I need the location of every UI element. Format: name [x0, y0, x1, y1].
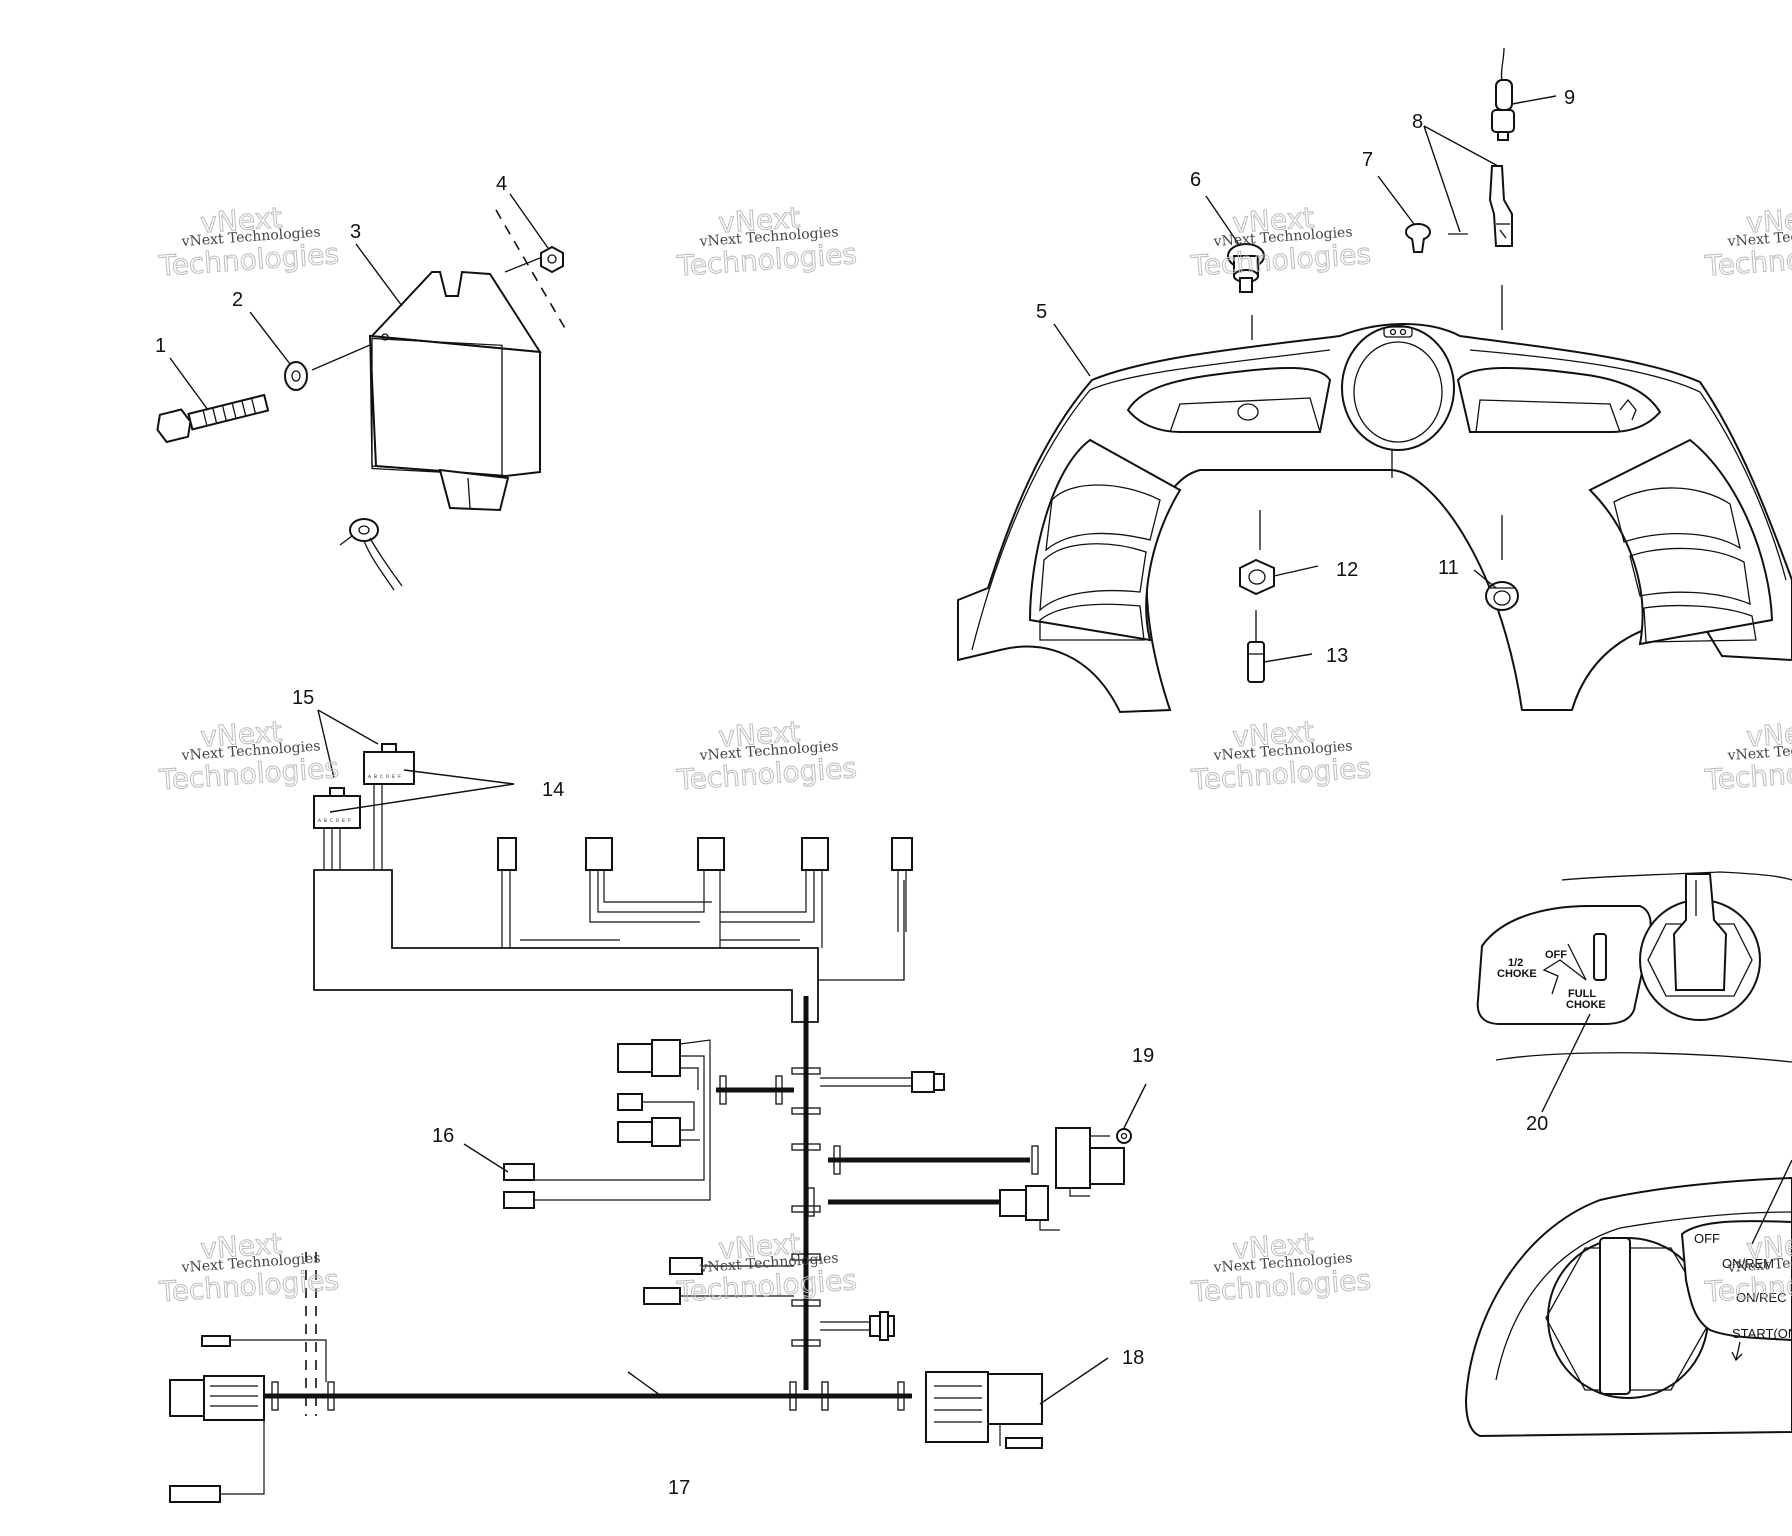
callout-3: 3 [350, 221, 361, 243]
relay-b-pins: A B C D E F [368, 774, 401, 780]
washer-part-2 [284, 361, 308, 391]
cdi-box-part-3 [368, 270, 542, 512]
svg-text:vNext: vNext [1231, 1227, 1315, 1266]
key-on-rec-label: ON/REC [1736, 1290, 1787, 1305]
key-on-rem-label: ON/REM [1722, 1256, 1774, 1271]
lanyard-clip-part-8 [1448, 165, 1513, 247]
wiring-harness-part-17: A B C D E F A B C D E F [169, 743, 1132, 1503]
callout-11: 11 [1438, 557, 1459, 579]
relay-a-pins: A B C D E F [318, 818, 351, 824]
callout-8: 8 [1412, 111, 1423, 133]
callout-14: 14 [542, 779, 564, 801]
dash-hood-part-5 [957, 285, 1792, 714]
callout-19: 19 [1132, 1045, 1154, 1067]
harness-clamps [271, 1067, 905, 1411]
callout-6: 6 [1190, 169, 1201, 191]
choke-full-word: CHOKE [1566, 999, 1606, 1011]
callout-12: 12 [1336, 559, 1358, 581]
callout-4: 4 [496, 173, 507, 195]
callout-numbers: 1 2 3 4 5 6 7 8 9 11 12 13 14 15 16 17 1… [155, 87, 1575, 1499]
top-connectors [497, 837, 913, 948]
bolt-part-1 [156, 393, 270, 444]
ring-terminal-part-19 [1116, 1128, 1132, 1144]
choke-off-label: OFF [1545, 949, 1567, 961]
main-connector-part-18 [925, 1371, 1043, 1449]
callout-13: 13 [1326, 645, 1348, 667]
callout-9: 9 [1564, 87, 1575, 109]
callout-18: 18 [1122, 1347, 1144, 1369]
callout-7: 7 [1362, 149, 1373, 171]
callout-16: 16 [432, 1125, 454, 1147]
choke-full-label: FULL [1568, 988, 1596, 1000]
callout-5: 5 [1036, 301, 1047, 323]
cdi-box-assembly [156, 209, 567, 591]
choke-half-label: 1/2 [1508, 957, 1523, 969]
callout-17: 17 [668, 1477, 690, 1499]
push-rivet-part-7 [1405, 223, 1431, 253]
nut-part-12 [1239, 558, 1275, 596]
choke-decal-part-20 [1476, 905, 1652, 1025]
choke-half-word: CHOKE [1497, 968, 1537, 980]
svg-text:vNext: vNext [199, 201, 283, 240]
relay-connector-part-14: A B C D E F A B C D E F [313, 743, 415, 870]
key-off-label: OFF [1694, 1231, 1720, 1246]
svg-text:vNext: vNext [717, 715, 801, 754]
leader-lines [169, 95, 1792, 1405]
ground-eyelet [339, 518, 403, 591]
callout-20: 20 [1526, 1113, 1548, 1135]
svg-text:vNext: vNext [1745, 1227, 1792, 1266]
svg-text:vNext: vNext [717, 1227, 801, 1266]
bullet-connector-part-16 [503, 1163, 535, 1209]
nut-part-11 [1485, 581, 1519, 611]
nut-part-4 [540, 245, 564, 274]
bulb-part-9 [1491, 47, 1515, 141]
svg-text:vNext: vNext [717, 201, 801, 240]
svg-text:vNext: vNext [199, 1227, 283, 1266]
svg-text:vNext: vNext [1231, 715, 1315, 754]
grommet-part-6 [1227, 243, 1265, 293]
svg-text:vNext: vNext [199, 715, 283, 754]
control-panel-detail: OFF 1/2 CHOKE FULL CHOKE OFF ON/REM ON/R… [1464, 871, 1792, 1438]
svg-text:vNext: vNext [1745, 715, 1792, 754]
callout-2: 2 [232, 289, 243, 311]
key-start-label: START(ON) [1732, 1326, 1792, 1341]
svg-text:vNext: vNext [1231, 201, 1315, 240]
callout-1: 1 [155, 335, 166, 357]
callout-15: 15 [292, 687, 314, 709]
fuse-part-13 [1247, 610, 1265, 683]
left-end-connectors [169, 1252, 327, 1503]
svg-text:vNext: vNext [1745, 201, 1792, 240]
